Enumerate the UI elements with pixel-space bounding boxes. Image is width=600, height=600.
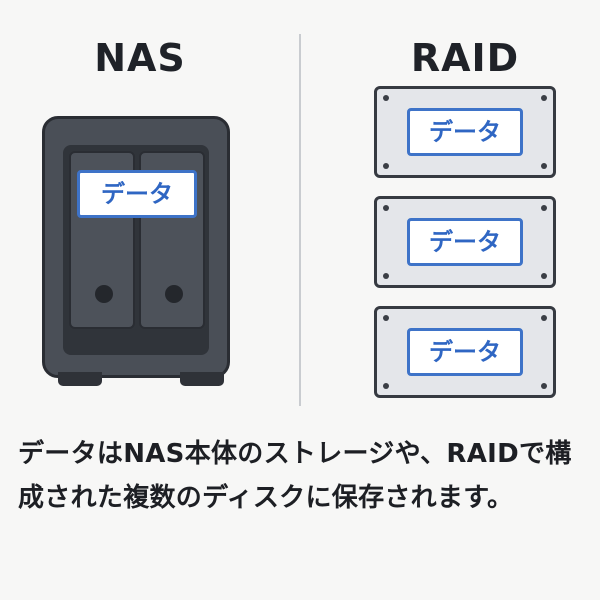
- screw-icon: [541, 273, 547, 279]
- raid-disk-data-label: データ: [407, 108, 523, 156]
- nas-foot-left: [58, 372, 102, 386]
- raid-disk-icon: データ: [374, 196, 556, 288]
- raid-disk-data-label: データ: [407, 328, 523, 376]
- screw-icon: [383, 273, 389, 279]
- screw-icon: [383, 383, 389, 389]
- section-divider: [299, 34, 301, 406]
- raid-heading: RAID: [410, 36, 520, 80]
- raid-disk-icon: データ: [374, 306, 556, 398]
- screw-icon: [383, 95, 389, 101]
- screw-icon: [383, 205, 389, 211]
- screw-icon: [541, 95, 547, 101]
- nas-indicator-left: [95, 285, 113, 303]
- screw-icon: [541, 383, 547, 389]
- screw-icon: [383, 315, 389, 321]
- nas-data-label: データ: [77, 170, 197, 218]
- nas-heading: NAS: [94, 36, 186, 80]
- screw-icon: [541, 163, 547, 169]
- nas-indicator-right: [165, 285, 183, 303]
- raid-disk-data-label: データ: [407, 218, 523, 266]
- nas-device-icon: [42, 116, 230, 378]
- screw-icon: [541, 205, 547, 211]
- raid-disk-icon: データ: [374, 86, 556, 178]
- screw-icon: [383, 163, 389, 169]
- screw-icon: [541, 315, 547, 321]
- nas-foot-right: [180, 372, 224, 386]
- caption-text: データはNAS本体のストレージや、RAIDで構成された複数のディスクに保存されま…: [18, 439, 572, 513]
